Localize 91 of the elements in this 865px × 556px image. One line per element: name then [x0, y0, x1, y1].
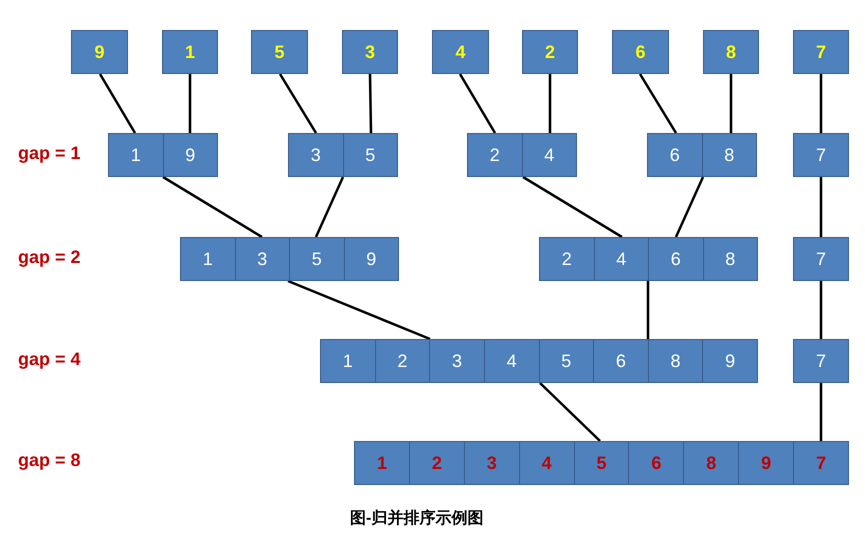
array-bar: [539, 237, 758, 281]
number-box: [793, 339, 849, 383]
number-cell: [374, 340, 430, 382]
number-label: 7: [816, 42, 826, 62]
gap-label: gap = 1: [18, 143, 81, 164]
gap-label: gap = 8: [18, 450, 81, 471]
number-label: 5: [365, 144, 376, 166]
number-label: 5: [596, 452, 607, 474]
number-label: 4: [506, 350, 517, 372]
number-label: 1: [184, 42, 195, 62]
connector-line: [548, 74, 552, 133]
number-label: 5: [561, 350, 572, 372]
number-label: 1: [130, 144, 141, 166]
number-box: [793, 133, 849, 177]
number-label: 2: [397, 350, 408, 372]
connector-line: [314, 176, 344, 238]
connector-line: [820, 383, 822, 441]
number-cell: [628, 442, 684, 484]
number-label: 3: [310, 144, 321, 166]
connector-line: [638, 73, 678, 134]
number-label: 4: [616, 248, 626, 270]
connector-line: [278, 73, 318, 134]
number-label: 2: [432, 452, 442, 474]
number-box: [162, 30, 218, 74]
connector-line: [820, 177, 822, 237]
number-label: 1: [202, 248, 213, 270]
number-label: 3: [257, 248, 268, 270]
number-label: 8: [725, 248, 736, 270]
connector-line: [98, 73, 136, 134]
connector-line: [730, 74, 732, 133]
number-label: 2: [562, 248, 572, 270]
array-bar: [354, 441, 849, 485]
array-bar: [320, 339, 758, 383]
array-bar: [467, 133, 577, 177]
number-label: 1: [342, 350, 353, 372]
number-label: 8: [724, 144, 734, 166]
number-box: [522, 30, 578, 74]
number-box: [342, 30, 398, 74]
number-label: 6: [651, 452, 662, 474]
number-label: 7: [816, 144, 826, 166]
number-box: [612, 30, 669, 74]
number-label: 4: [455, 42, 466, 62]
array-bar: [180, 237, 399, 281]
number-label: 6: [616, 350, 626, 372]
number-label: 2: [490, 144, 500, 166]
number-box: [71, 30, 128, 74]
number-label: 8: [670, 350, 681, 372]
connector-line: [188, 74, 192, 133]
array-bar: [647, 133, 757, 177]
connector-line: [820, 74, 822, 133]
connector-line: [820, 281, 822, 339]
connector-line: [162, 176, 263, 238]
number-label: 3: [486, 452, 497, 474]
number-box: [432, 30, 489, 74]
array-bar: [108, 133, 218, 177]
number-label: 9: [366, 248, 376, 270]
connector-line: [646, 281, 650, 339]
number-label: 6: [670, 144, 680, 166]
number-label: 4: [542, 452, 552, 474]
number-label: 9: [725, 350, 736, 372]
number-label: 8: [706, 452, 716, 474]
connector-line: [674, 176, 704, 238]
number-label: 6: [635, 42, 646, 62]
number-box: [703, 30, 759, 74]
gap-label: gap = 4: [18, 349, 81, 370]
number-box: [793, 237, 849, 281]
number-label: 7: [816, 248, 826, 270]
number-label: 3: [452, 350, 462, 372]
connector-line: [288, 280, 430, 340]
connector-line: [458, 73, 496, 134]
number-label: 1: [376, 452, 387, 474]
caption: 图-归并排序示例图: [350, 508, 484, 529]
number-label: 3: [364, 42, 375, 62]
number-label: 6: [670, 248, 681, 270]
number-label: 7: [816, 452, 826, 474]
number-label: 5: [274, 42, 284, 62]
connector-line: [368, 74, 372, 134]
number-label: 9: [185, 144, 196, 166]
number-box: [251, 30, 308, 74]
array-bar: [288, 133, 398, 177]
connector-line: [522, 176, 623, 238]
number-label: 8: [726, 42, 736, 62]
number-label: 9: [94, 42, 104, 62]
number-box: [793, 30, 849, 74]
connector-line: [539, 382, 601, 442]
number-label: 2: [544, 42, 555, 62]
number-label: 9: [761, 452, 772, 474]
number-label: 4: [544, 144, 554, 166]
number-label: 7: [816, 350, 826, 372]
number-label: 5: [312, 248, 322, 270]
gap-label: gap = 2: [18, 247, 81, 268]
